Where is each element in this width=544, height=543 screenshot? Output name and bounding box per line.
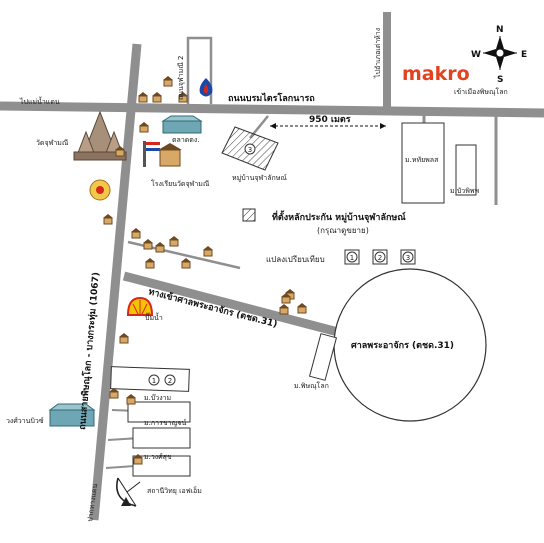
project-top-label: หมู่บ้านจุฬาลักษณ์ [232,174,287,182]
buildings [48,115,487,477]
house-icon [138,92,148,103]
court-label: ศาลพระอาจักร (ตชด.31) [351,340,454,351]
distance-marker [270,123,386,129]
plot-marker-1: 1 [148,374,160,386]
school-icon [143,141,182,167]
crest-icon [89,179,111,201]
side-road-label: ถนนจุฬามณี 2 [177,56,185,100]
house-icon [133,454,143,465]
side-road [186,36,213,104]
village-haiphon-block [401,122,445,204]
houses-layer [103,76,307,465]
house-icon [126,394,136,405]
main-road-label: ถนนสายพิษณุโลก - บางกระทุ่ม (1067) [76,272,102,431]
village-haiphon-label: ม.หทัยพลส [405,156,439,164]
legend-plot-1-label: 1 [350,254,354,262]
legend-plot-3: 3 [400,249,416,265]
house-icon [115,146,125,157]
temple-label: วัดจุฬามณี [36,139,69,147]
factory-icon [48,403,96,427]
house-icon [203,246,213,257]
house-icon [131,228,141,239]
house-icon [181,258,191,269]
legend: ที่ตั้งหลักประกัน หมู่บ้านจุฬาลักษณ์ (กร… [242,208,416,265]
top-right-end-label: เข้าเมืองพิษณุโลก [454,87,508,96]
village-phitsanulok-label: ม.พิษณุโลก [294,381,329,390]
house-icon [281,293,291,304]
top-road [0,101,544,118]
shell-logo-icon [126,296,154,316]
legend-plot-3-label: 3 [406,254,410,262]
house-icon [103,214,113,225]
compass-n: N [496,25,504,35]
legend-plot-2: 2 [372,249,388,265]
village-wongsuk-block [132,455,191,477]
legend-plot-2-label: 2 [378,254,382,262]
village-bowtham-label: ม.บ๊วงาม [144,394,171,402]
compass-w: W [471,50,481,60]
plot-marker-3: 3 [244,143,256,155]
top-road-label: ถนนบรมไตรโลกนารถ [228,92,315,104]
market-label: ตลาดตง. [172,136,200,144]
school-label: โรงเรียนวัดจุฬามณี [151,179,210,188]
house-icon [155,242,165,253]
village-karn-label: ม.การชาญจน์ [144,419,187,427]
village-karn-block-2 [132,427,191,449]
legend-hatch-swatch [242,208,256,222]
compass-e: E [521,50,527,60]
compass-s: S [497,75,503,85]
court-building [308,333,338,381]
house-icon [145,258,155,269]
house-icon [163,76,173,87]
house-icon [119,333,129,344]
legend-plots-label: แปลงเปรียบเทียบ [266,255,325,264]
top-left-end-label: ไปแม่น้ำแดน [19,95,60,106]
compass-rose-icon: N S E W [471,25,527,85]
ptt-pump-icon [199,78,213,97]
road-network [0,12,544,521]
house-icon [109,388,119,399]
village-wongsuk-label: ม.วงศ์สุข [144,453,172,461]
factory-left-label: วงศ์วานบิวซ์ [6,417,44,425]
radio-label: สถานีวิทยุ เอฟเอ็ม [147,486,202,495]
village-karn-block [127,401,191,423]
temple-icon [73,110,127,161]
village-bua-block [455,144,477,196]
legend-subtitle: (กรุณาดูขยาย) [317,226,369,236]
diagonal-road [122,271,340,337]
branch-road-5 [105,465,136,469]
house-icon [297,303,307,314]
pump-station-label: ปั๊มน้ำ [145,311,163,322]
distance-label: 950 เมตร [309,115,351,125]
house-icon [169,236,179,247]
village-bua-label: ม.บัวพิพพ [450,187,479,195]
factory-icon [161,115,203,134]
house-icon [143,239,153,250]
house-icon [152,92,162,103]
house-icon [279,304,289,315]
main-road [89,43,142,521]
svg-text:3: 3 [248,146,252,154]
right-vertical-label: ไปอำเภอเต่าห้าง [373,28,382,79]
plot-marker-2: 2 [164,374,176,386]
legend-title: ที่ตั้งหลักประกัน หมู่บ้านจุฬาลักษณ์ [272,210,406,223]
makro-logo: makro [402,63,470,85]
legend-plot-1: 1 [344,249,360,265]
house-icon [139,122,149,133]
svg-text:1: 1 [152,377,156,385]
satellite-dish-icon [116,477,141,507]
house-icon [178,92,188,103]
svg-text:2: 2 [168,377,172,385]
